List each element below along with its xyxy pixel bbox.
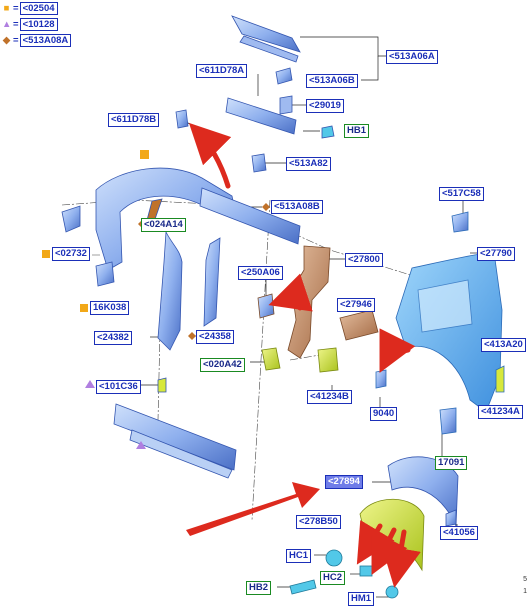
callout-label[interactable]: <27946 [337, 298, 375, 312]
callout-label[interactable]: <413A20 [481, 338, 526, 352]
callout-label[interactable]: <513A06B [306, 74, 358, 88]
callout-label[interactable]: <517C58 [439, 187, 484, 201]
legend-equals: = [13, 19, 19, 30]
legend-code[interactable]: <513A08A [19, 34, 72, 47]
legend-equals: = [13, 35, 19, 46]
callout-label[interactable]: 17091 [435, 456, 468, 470]
legend-row: ■=<02504 [2, 2, 58, 15]
fastener-parts [289, 549, 399, 599]
square-icon: ■ [3, 3, 10, 14]
red-arrows [188, 122, 421, 588]
legend-code[interactable]: <02504 [19, 2, 58, 15]
callout-label[interactable]: <250A06 [238, 266, 283, 280]
callout-label[interactable]: <611D78B [108, 113, 160, 127]
callout-label[interactable]: 16K038 [90, 301, 130, 315]
quarter-panel-part [375, 211, 505, 435]
rocker-sill-part [113, 377, 237, 479]
callout-label[interactable]: <24382 [94, 331, 132, 345]
callout-label[interactable]: <278B50 [296, 515, 341, 529]
callout-label-selected[interactable]: <27894 [325, 475, 363, 489]
highlight-arrow [186, 482, 320, 536]
callout-label[interactable]: 9040 [370, 407, 398, 421]
callout-label[interactable]: HM1 [348, 592, 375, 606]
callout-label[interactable]: <513A06A [386, 50, 438, 64]
left-body-side-part [61, 167, 301, 351]
legend-equals: = [13, 3, 19, 14]
callout-label[interactable]: <513A82 [286, 157, 331, 171]
wheelhouse-part [359, 456, 459, 572]
bracket-parts [261, 347, 339, 373]
callout-label[interactable]: <611D78A [196, 64, 248, 78]
callout-label[interactable]: HC1 [286, 549, 312, 563]
edge-note: 5 [523, 576, 527, 583]
callout-label[interactable]: <513A08B [271, 200, 323, 214]
callout-label[interactable]: HC2 [320, 571, 346, 585]
callout-label[interactable]: HB1 [344, 124, 370, 138]
legend-code[interactable]: <10128 [19, 18, 58, 31]
callout-label[interactable]: <020A42 [200, 358, 245, 372]
callout-label[interactable]: HB2 [246, 581, 272, 595]
callout-label[interactable]: <101C36 [96, 380, 141, 394]
callout-label[interactable]: <24358 [196, 330, 234, 344]
callout-label[interactable]: <41234B [307, 390, 352, 404]
legend-row: ▲=<10128 [2, 18, 58, 31]
callout-label[interactable]: <27790 [477, 247, 515, 261]
callout-label[interactable]: <41056 [440, 526, 478, 540]
diamond-icon: ◆ [2, 35, 11, 46]
callout-label[interactable]: <41234A [478, 405, 523, 419]
edge-note: 1 [523, 588, 527, 595]
legend-row: ◆=<513A08A [2, 34, 72, 47]
triangle-icon: ▲ [2, 19, 12, 30]
callout-label[interactable]: <024A14 [141, 218, 186, 232]
roof-rail-part [231, 15, 301, 85]
callout-label[interactable]: <02732 [52, 247, 90, 261]
callout-label[interactable]: <27800 [345, 253, 383, 267]
callout-label[interactable]: <29019 [306, 99, 344, 113]
mid-rail-part [175, 95, 335, 173]
